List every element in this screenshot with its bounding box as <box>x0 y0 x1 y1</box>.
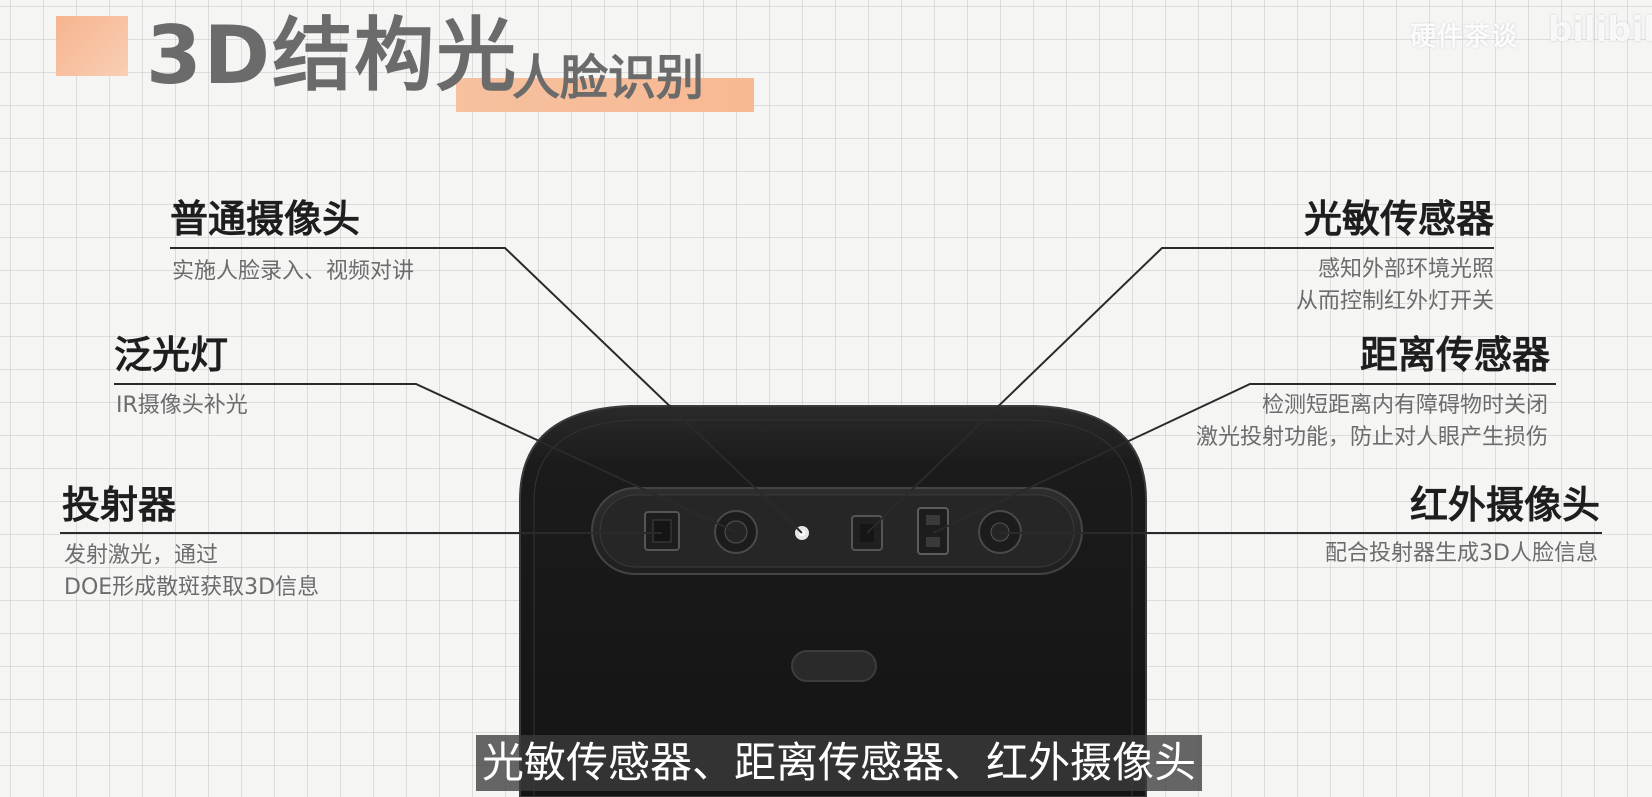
label-projector-title: 投射器 <box>62 483 177 527</box>
title-highlight-bar <box>456 78 754 112</box>
label-ir-camera-title: 红外摄像头 <box>1409 483 1600 527</box>
subtitle-background <box>476 735 1202 791</box>
label-floodlight-title: 泛光灯 <box>114 333 229 377</box>
label-projector-desc-1: 发射激光，通过 <box>64 543 219 568</box>
label-camera-title: 普通摄像头 <box>170 197 361 241</box>
label-distance-sensor-title: 距离传感器 <box>1359 333 1550 377</box>
label-distance-sensor-desc-1: 检测短距离内有障碍物时关闭 <box>1261 393 1548 418</box>
label-light-sensor-desc-2: 从而控制红外灯开关 <box>1295 289 1494 314</box>
label-distance-sensor-desc-2: 激光投射功能，防止对人眼产生损伤 <box>1195 425 1548 450</box>
label-light-sensor-title: 光敏传感器 <box>1303 197 1494 241</box>
leader-line-light-sensor <box>866 247 1494 534</box>
video-subtitle: 光敏传感器、距离传感器、红外摄像头 <box>481 738 1196 787</box>
page-subtitle: 人脸识别 <box>512 50 705 106</box>
leader-line-distance-sensor <box>932 383 1556 534</box>
device-body-highlight <box>533 419 1133 797</box>
leader-line-camera <box>170 247 803 534</box>
projector-module <box>644 511 680 551</box>
distance-sensor-module <box>917 507 949 555</box>
title-accent-square <box>56 16 128 76</box>
label-ir-camera-desc: 配合投射器生成3D人脸信息 <box>1325 541 1598 566</box>
label-projector-desc-2: DOE形成散斑获取3D信息 <box>64 575 320 600</box>
page-title: 3D结构光 <box>146 9 519 102</box>
channel-watermark: 硬件茶谈 <box>1410 22 1519 52</box>
label-camera-desc: 实施人脸录入、视频对讲 <box>172 259 415 284</box>
label-floodlight-desc: IR摄像头补光 <box>116 393 248 418</box>
label-light-sensor-desc-1: 感知外部环境光照 <box>1317 257 1494 282</box>
leader-line-floodlight <box>114 383 737 533</box>
bilibili-logo: bilibili <box>1548 10 1652 50</box>
speaker-grille <box>791 650 877 682</box>
